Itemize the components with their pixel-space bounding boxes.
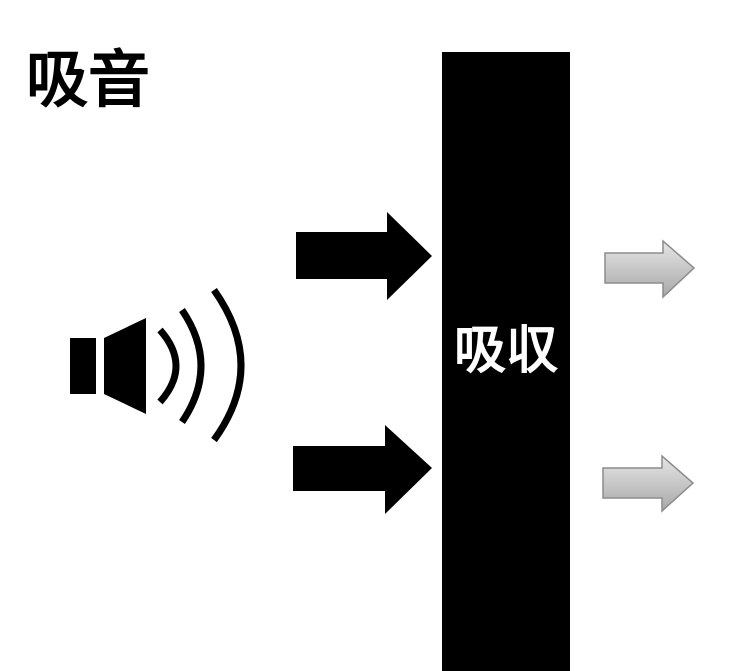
absorber-label: 吸収	[454, 321, 558, 381]
incident-arrow-icon-bottom	[293, 425, 432, 514]
transmitted-arrow-icon-bottom	[602, 454, 695, 513]
transmitted-arrow-icon-top	[604, 239, 696, 299]
incident-arrow-icon-top	[296, 212, 432, 300]
page-title: 吸音	[26, 43, 150, 116]
absorber-panel	[442, 52, 570, 671]
speaker-icon	[70, 287, 245, 443]
